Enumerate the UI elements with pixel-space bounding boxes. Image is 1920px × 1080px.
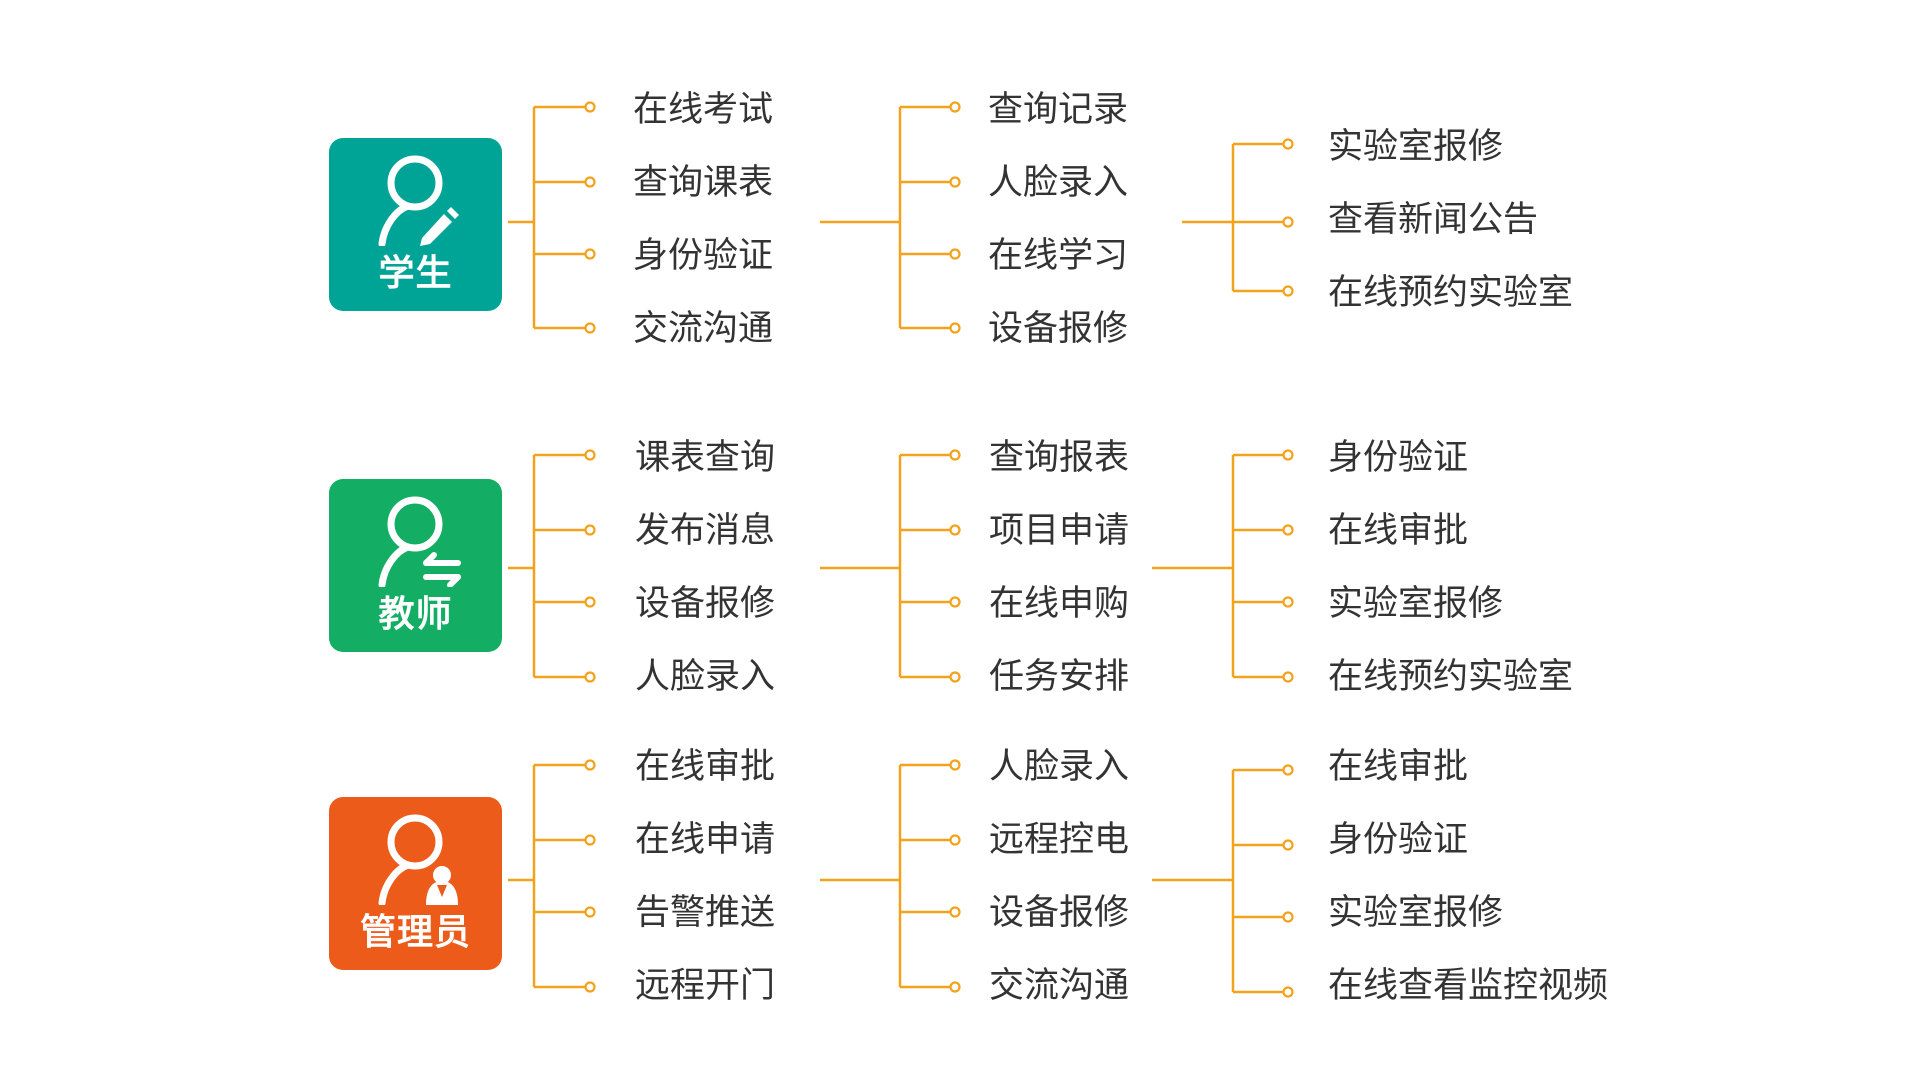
role-card-teacher: 教师	[329, 479, 502, 652]
leaf-item: 人脸录入	[989, 747, 1130, 787]
connector-node	[1282, 671, 1294, 683]
leaf-item: 在线预约实验室	[1328, 273, 1574, 313]
leaf-item: 课表查询	[635, 438, 776, 478]
connector-node	[949, 248, 961, 260]
connector-node	[949, 834, 961, 846]
role-name: 管理员	[359, 912, 471, 953]
connector-node	[1282, 911, 1294, 923]
connector-node	[949, 981, 961, 993]
leaf-item: 身份验证	[1328, 438, 1469, 478]
connector-node	[1282, 839, 1294, 851]
connector-node	[584, 101, 596, 113]
leaf-item: 在线申请	[635, 820, 776, 860]
leaf-item: 人脸录入	[988, 163, 1129, 203]
connector-node	[1282, 596, 1294, 608]
connector-node	[1282, 449, 1294, 461]
connector-node	[1282, 524, 1294, 536]
leaf-item: 告警推送	[635, 893, 776, 933]
connector-node	[584, 524, 596, 536]
connector-node	[1282, 764, 1294, 776]
leaf-item: 实验室报修	[1328, 127, 1504, 167]
person-admin-icon	[378, 814, 458, 905]
connector-node	[584, 248, 596, 260]
leaf-item: 交流沟通	[633, 309, 774, 349]
connector-node	[584, 322, 596, 334]
leaf-item: 身份验证	[1328, 820, 1469, 860]
role-card-student: 学生	[329, 138, 502, 311]
leaf-item: 远程控电	[989, 820, 1130, 860]
connector-node	[584, 671, 596, 683]
connector-node	[584, 176, 596, 188]
connector-node	[584, 449, 596, 461]
connector-node	[949, 101, 961, 113]
leaf-item: 在线审批	[1328, 511, 1469, 551]
connector-node	[584, 906, 596, 918]
connector-node	[949, 906, 961, 918]
connector-node	[1282, 285, 1294, 297]
leaf-item: 发布消息	[635, 511, 776, 551]
connector-node	[584, 759, 596, 771]
person-exchange-icon	[378, 496, 461, 587]
leaf-item: 查询课表	[633, 163, 774, 203]
leaf-item: 任务安排	[989, 657, 1130, 697]
leaf-item: 实验室报修	[1328, 893, 1504, 933]
connector-node	[949, 759, 961, 771]
connector-node	[1282, 986, 1294, 998]
person-pencil-icon	[378, 155, 459, 246]
connector-node	[949, 449, 961, 461]
leaf-item: 设备报修	[988, 309, 1129, 349]
leaf-item: 实验室报修	[1328, 584, 1504, 624]
leaf-item: 远程开门	[635, 966, 776, 1006]
leaf-item: 交流沟通	[989, 966, 1130, 1006]
connector-node	[1282, 138, 1294, 150]
connector-node	[949, 176, 961, 188]
connector-node	[1282, 216, 1294, 228]
leaf-item: 查询记录	[988, 90, 1129, 130]
leaf-item: 人脸录入	[635, 657, 776, 697]
leaf-item: 查看新闻公告	[1328, 200, 1539, 240]
leaf-item: 在线考试	[633, 90, 774, 130]
leaf-item: 设备报修	[635, 584, 776, 624]
leaf-item: 在线预约实验室	[1328, 657, 1574, 697]
connector-node	[584, 834, 596, 846]
leaf-item: 设备报修	[989, 893, 1130, 933]
leaf-item: 在线查看监控视频	[1328, 966, 1609, 1006]
connector-node	[584, 981, 596, 993]
role-card-admin: 管理员	[329, 797, 502, 970]
leaf-item: 在线学习	[988, 236, 1129, 276]
role-name: 学生	[378, 253, 453, 294]
connector-node	[949, 596, 961, 608]
connector-node	[949, 322, 961, 334]
role-name: 教师	[378, 594, 453, 635]
leaf-item: 身份验证	[633, 236, 774, 276]
leaf-item: 查询报表	[989, 438, 1130, 478]
leaf-item: 项目申请	[989, 511, 1130, 551]
leaf-item: 在线申购	[989, 584, 1130, 624]
connector-node	[949, 524, 961, 536]
leaf-item: 在线审批	[635, 747, 776, 787]
connector-node	[584, 596, 596, 608]
leaf-item: 在线审批	[1328, 747, 1469, 787]
connector-node	[949, 671, 961, 683]
